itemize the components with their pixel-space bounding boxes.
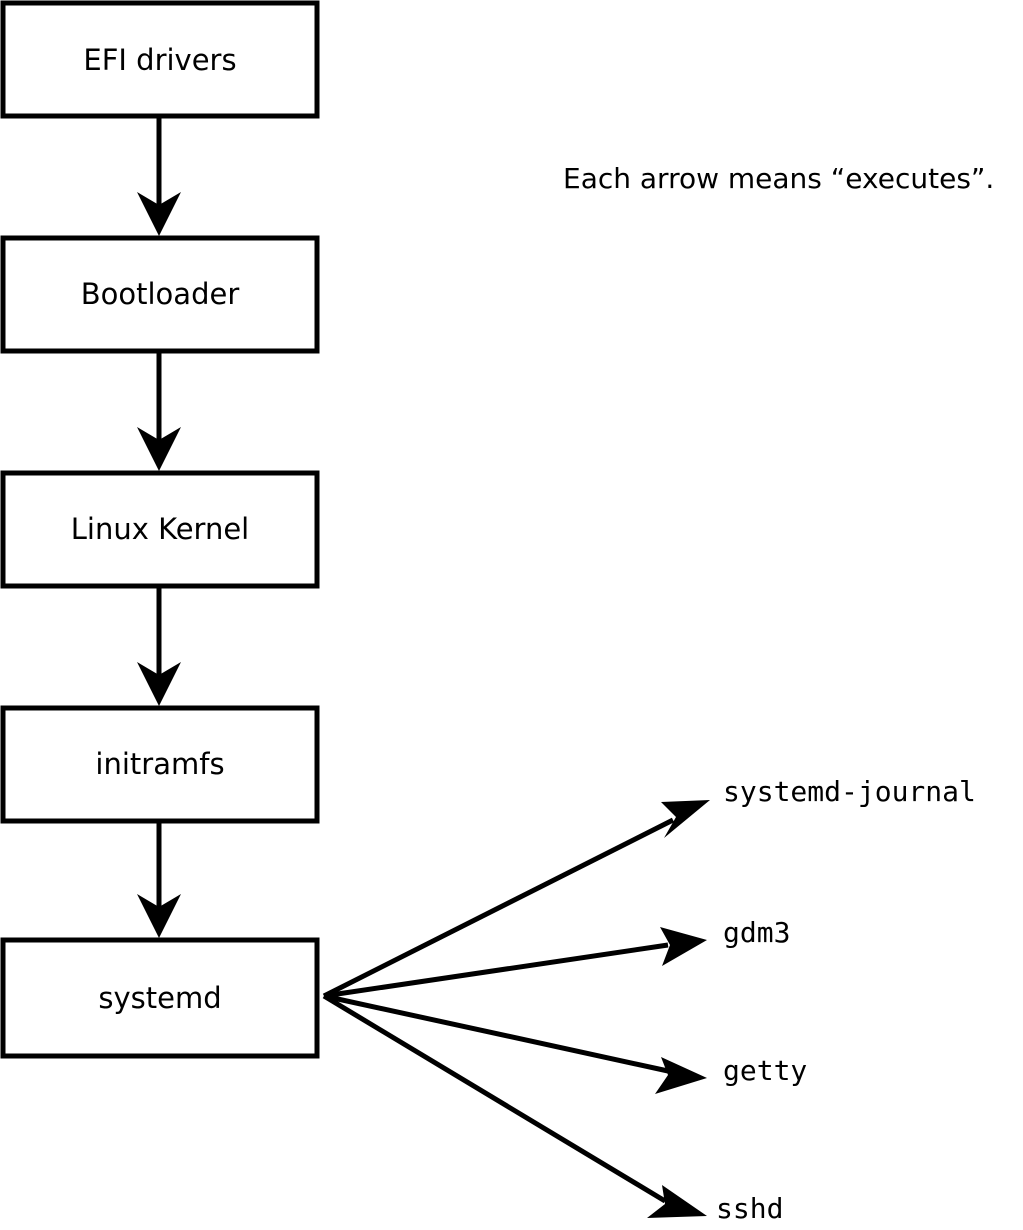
service-fanout-arrows [322,800,710,1218]
chain-node-label-linux-kernel: Linux Kernel [71,512,249,546]
service-label-systemd-journal: systemd-journal [723,775,976,808]
chain-connectors [137,118,181,938]
chain-node-efi-drivers[interactable]: EFI drivers [0,0,320,119]
arrow-systemd-to-sshd [322,993,707,1218]
chain-node-initramfs[interactable]: initramfs [0,705,320,824]
arrow-systemd-to-systemd-journal [322,800,710,999]
arrow-systemd-to-gdm3 [323,927,707,999]
chain-node-linux-kernel[interactable]: Linux Kernel [0,470,320,589]
chain-node-label-initramfs: initramfs [95,747,224,781]
arrow-efi-drivers-to-bootloader [137,118,181,236]
chain-node-label-efi-drivers: EFI drivers [83,43,236,77]
service-label-sshd: sshd [716,1192,783,1225]
chain-node-systemd[interactable]: systemd [0,937,320,1059]
legend-note: Each arrow means “executes”. [563,162,994,195]
arrow-linux-kernel-to-initramfs [137,587,181,706]
chain-node-label-systemd: systemd [98,981,221,1015]
arrow-bootloader-to-linux-kernel [137,352,181,471]
service-label-getty: getty [723,1054,807,1087]
arrow-initramfs-to-systemd [137,822,181,938]
chain-node-label-bootloader: Bootloader [81,277,240,311]
arrow-systemd-to-getty [323,993,707,1094]
service-label-gdm3: gdm3 [723,916,790,949]
chain-node-bootloader[interactable]: Bootloader [0,235,320,354]
